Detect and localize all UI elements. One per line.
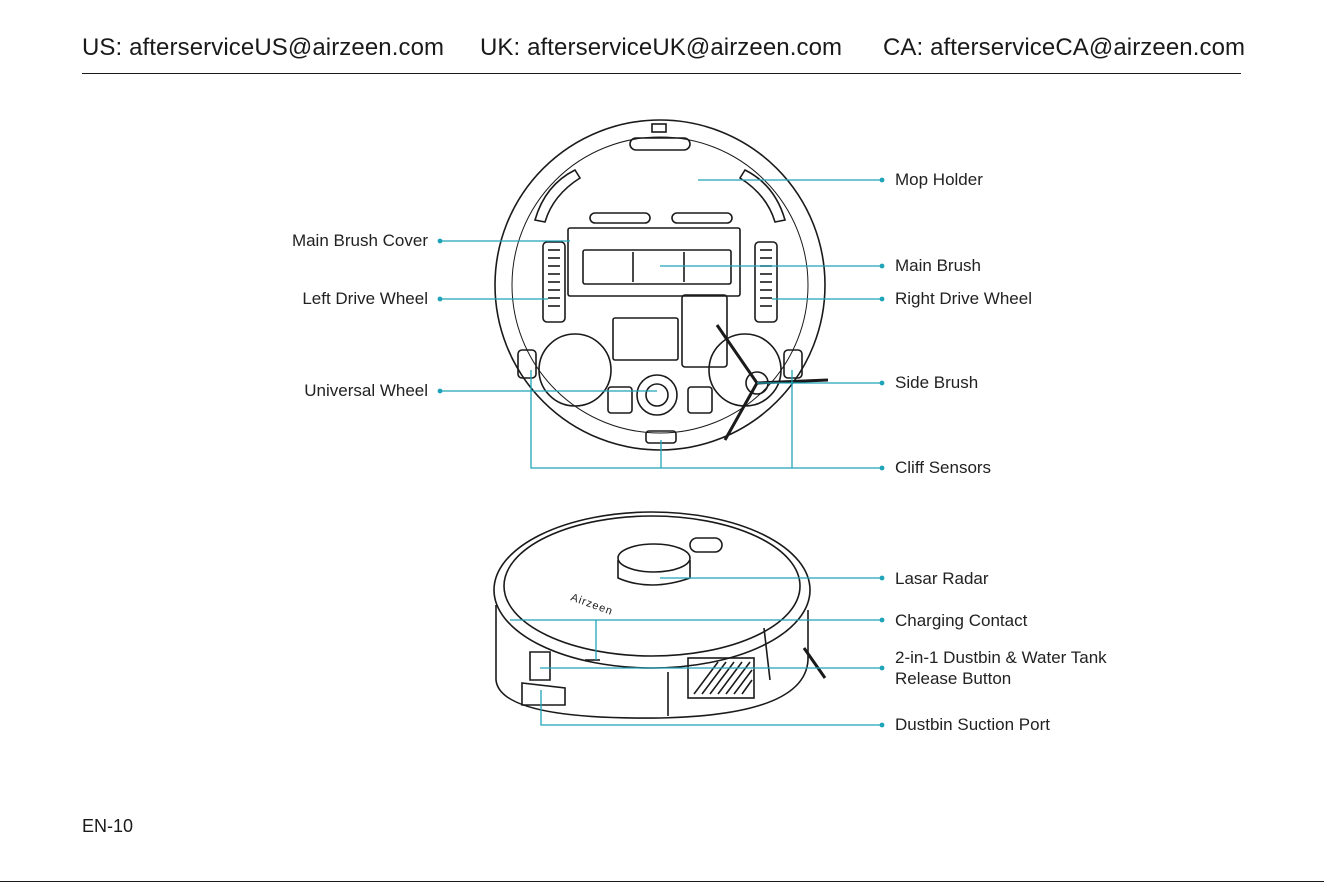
ca-contact-email: CA: afterserviceCA@airzeen.com [883,34,1246,61]
robot-top-view-illustration [493,511,827,719]
page-number: EN-10 [82,816,134,836]
label-main-brush-cover: Main Brush Cover [291,231,428,250]
leader-lines [440,179,882,726]
robot-bottom-view-illustration [494,119,829,451]
label-dustbin-release-line2: Release Button [895,669,1012,688]
label-lasar-radar: Lasar Radar [895,569,989,588]
label-universal-wheel: Universal Wheel [304,381,428,400]
label-main-brush: Main Brush [895,256,981,275]
label-left-drive-wheel: Left Drive Wheel [302,289,428,308]
label-cliff-sensors: Cliff Sensors [895,458,992,477]
label-charging-contact: Charging Contact [895,611,1028,630]
leader-cliff-sensors [530,370,882,469]
leader-dots [437,177,885,728]
uk-contact-email: UK: afterserviceUK@airzeen.com [480,34,843,61]
label-right-drive-wheel: Right Drive Wheel [895,289,1032,308]
label-side-brush: Side Brush [895,373,979,392]
footer-divider [0,881,1324,882]
label-dustbin-suction-port: Dustbin Suction Port [895,715,1050,734]
contact-header: US: afterserviceUS@airzeen.com UK: after… [0,30,1324,70]
us-contact-email: US: afterserviceUS@airzeen.com [82,34,445,61]
label-dustbin-release-line1: 2-in-1 Dustbin & Water Tank [895,648,1107,667]
label-mop-holder: Mop Holder [895,170,983,189]
header-divider [82,73,1241,74]
leader-dustbin-suction-port [540,690,882,726]
